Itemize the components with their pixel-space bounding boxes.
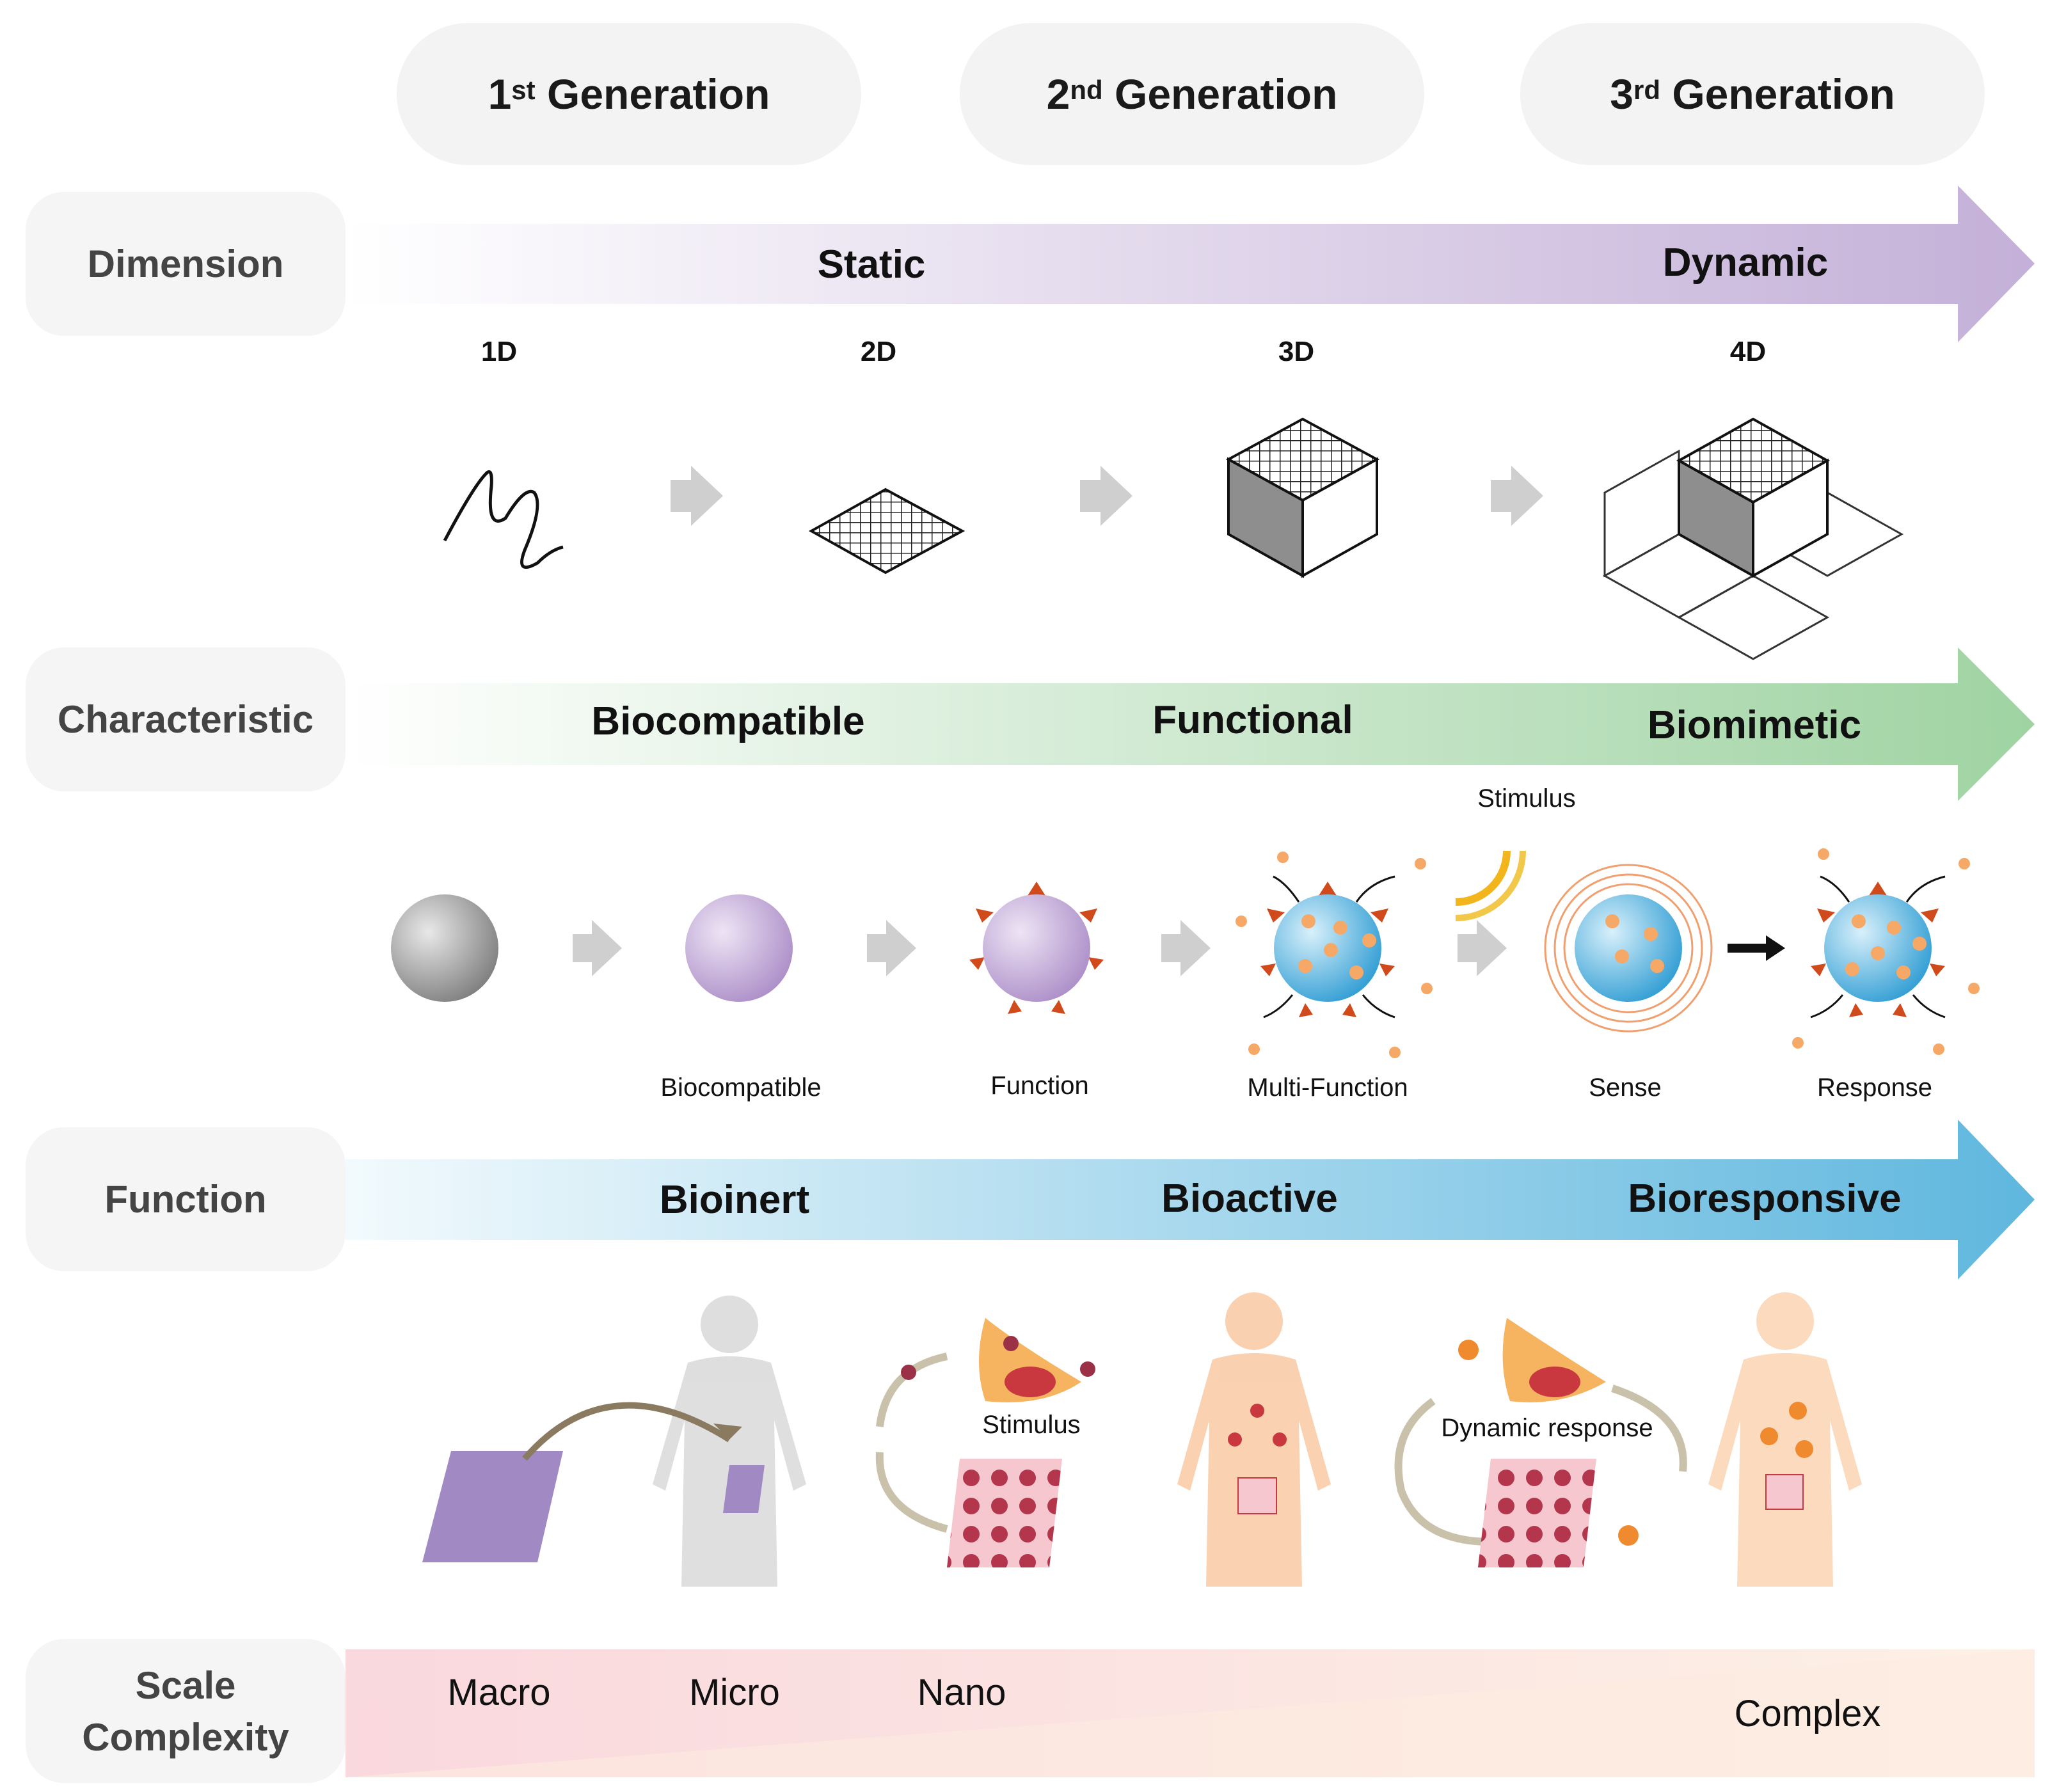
bioactive-label: Bioactive bbox=[1161, 1177, 1338, 1221]
micro-implant-icon bbox=[723, 1465, 765, 1513]
cell-stimulus-group bbox=[875, 1318, 1095, 1567]
caption-response: Response bbox=[1816, 1074, 1933, 1102]
1d-line-icon bbox=[443, 470, 564, 569]
lilac-sphere-icon bbox=[685, 894, 793, 1002]
complexity-label: Complexity bbox=[82, 1715, 289, 1759]
bioresponsive-label: Bioresponsive bbox=[1628, 1177, 1902, 1221]
small-arrow-icon bbox=[573, 920, 1507, 976]
response-sphere-icon bbox=[1792, 848, 1980, 1055]
row-label-characteristic: Characteristic bbox=[26, 647, 346, 791]
scale-macro: Macro bbox=[447, 1672, 551, 1713]
row-label-dimension: Dimension bbox=[26, 192, 346, 336]
scale-label: Scale bbox=[135, 1663, 236, 1707]
2d-grid-icon bbox=[808, 488, 965, 575]
caption-function: Function bbox=[990, 1072, 1089, 1100]
function-arrow bbox=[346, 1120, 2035, 1280]
stage-2d: 2D bbox=[860, 336, 897, 367]
functional-sphere-icon bbox=[969, 882, 1104, 1014]
gray-sphere-icon bbox=[391, 894, 498, 1002]
sense-sphere-icon bbox=[1455, 850, 1713, 1033]
4d-cube-icon bbox=[1602, 417, 1904, 660]
function-stimulus-caption: Stimulus bbox=[982, 1411, 1081, 1439]
scale-complex: Complex bbox=[1734, 1693, 1881, 1734]
static-label: Static bbox=[817, 242, 926, 287]
body-silhouette-gray bbox=[653, 1296, 806, 1587]
dynamic-label: Dynamic bbox=[1662, 241, 1829, 285]
small-arrow-icon bbox=[671, 466, 1543, 526]
black-arrow-icon bbox=[1728, 935, 1785, 961]
dynamic-response-caption: Dynamic response bbox=[1441, 1414, 1653, 1442]
caption-sense: Sense bbox=[1589, 1074, 1662, 1102]
stimulus-caption: Stimulus bbox=[1477, 784, 1576, 813]
stage-4d: 4D bbox=[1729, 336, 1767, 367]
caption-multi-function: Multi-Function bbox=[1247, 1074, 1408, 1102]
3d-cube-icon bbox=[1225, 417, 1380, 578]
transfer-arrow bbox=[522, 1402, 731, 1461]
macro-implant-icon bbox=[422, 1451, 563, 1562]
row-label-scale-complexity: Scale Complexity bbox=[26, 1639, 346, 1783]
dimension-arrow bbox=[346, 186, 2035, 342]
scale-nano: Nano bbox=[917, 1672, 1006, 1713]
body-silhouette-orange-2 bbox=[1708, 1292, 1862, 1587]
multi-function-sphere-icon bbox=[1236, 852, 1433, 1058]
biomimetic-label: Biomimetic bbox=[1647, 703, 1862, 747]
stage-3d: 3D bbox=[1278, 336, 1315, 367]
scale-micro: Micro bbox=[689, 1672, 780, 1713]
stage-1d: 1D bbox=[481, 336, 518, 367]
complex-implant-icon bbox=[1765, 1474, 1804, 1510]
functional-label: Functional bbox=[1152, 698, 1353, 742]
row-label-function: Function bbox=[26, 1127, 346, 1271]
characteristic-arrow bbox=[346, 647, 2035, 801]
caption-biocompatible: Biocompatible bbox=[660, 1074, 822, 1102]
cell-dynamic-group bbox=[1394, 1318, 1687, 1567]
biocompatible-label: Biocompatible bbox=[591, 699, 865, 743]
body-silhouette-orange bbox=[1177, 1292, 1331, 1587]
nano-implant-icon bbox=[1237, 1477, 1277, 1514]
bioinert-label: Bioinert bbox=[659, 1178, 810, 1222]
